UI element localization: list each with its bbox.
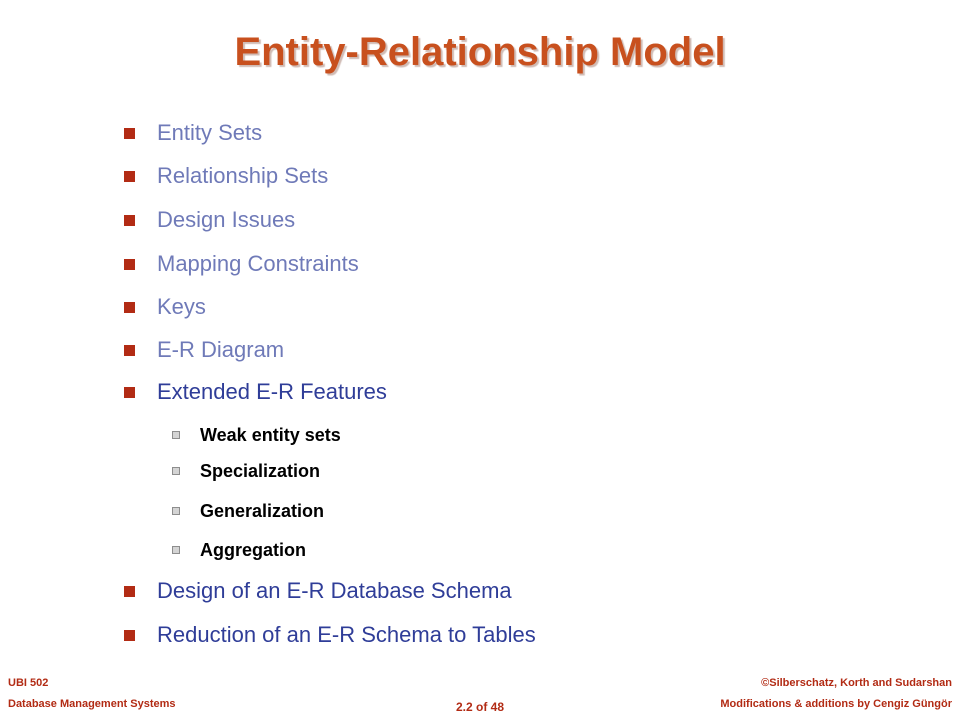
footer-modifications: Modifications & additions by Cengiz Güng… <box>720 698 952 710</box>
bullet-item-keys: Keys <box>124 291 206 323</box>
bullet-item-er-diagram: E-R Diagram <box>124 334 284 366</box>
sub-bullet-generalization: Generalization <box>172 497 324 525</box>
small-square-bullet-icon <box>172 507 180 515</box>
footer-copyright: ©Silberschatz, Korth and Sudarshan <box>761 677 952 689</box>
square-bullet-icon <box>124 170 135 182</box>
sub-bullet-weak-entity-sets: Weak entity sets <box>172 421 341 449</box>
bullet-text: Keys <box>157 294 206 319</box>
sub-bullet-aggregation: Aggregation <box>172 536 306 564</box>
bullet-text: E-R Diagram <box>157 337 285 362</box>
bullet-text: Relationship Sets <box>157 163 329 188</box>
bullet-item-entity-sets: Entity Sets <box>124 117 262 149</box>
sub-bullet-text: Generalization <box>200 500 325 521</box>
bullet-item-design-of-er-schema: Design of an E-R Database Schema <box>124 575 512 607</box>
sub-bullet-text: Aggregation <box>200 539 306 560</box>
bullet-text: Design Issues <box>157 207 296 232</box>
footer-divider <box>0 664 960 665</box>
bullet-text: Entity Sets <box>157 120 263 145</box>
sub-bullet-text: Specialization <box>200 460 321 481</box>
slide-title: Entity-Relationship Model <box>234 30 726 74</box>
bullet-item-mapping-constraints: Mapping Constraints <box>124 248 359 280</box>
small-square-bullet-icon <box>172 546 180 554</box>
page-indicator: 2.2 of 48 <box>455 700 505 714</box>
square-bullet-icon <box>124 258 135 270</box>
bullet-text: Extended E-R Features <box>157 379 387 404</box>
square-bullet-icon <box>124 127 135 139</box>
square-bullet-icon <box>124 344 135 356</box>
small-square-bullet-icon <box>172 431 180 439</box>
sub-bullet-specialization: Specialization <box>172 457 320 485</box>
square-bullet-icon <box>124 585 135 597</box>
bullet-text: Design of an E-R Database Schema <box>157 578 512 603</box>
square-bullet-icon <box>124 629 135 641</box>
bullet-item-extended-er-features: Extended E-R Features <box>124 376 387 408</box>
bullet-text: Reduction of an E-R Schema to Tables <box>157 622 536 647</box>
bullet-text: Mapping Constraints <box>157 251 359 276</box>
small-square-bullet-icon <box>172 467 180 475</box>
footer-course-name: Database Management Systems <box>8 698 176 710</box>
bullet-item-relationship-sets: Relationship Sets <box>124 160 328 192</box>
bullet-item-design-issues: Design Issues <box>124 204 295 236</box>
footer-course-code: UBI 502 <box>8 677 49 689</box>
square-bullet-icon <box>124 386 135 398</box>
square-bullet-icon <box>124 214 135 226</box>
sub-bullet-text: Weak entity sets <box>200 424 341 445</box>
bullet-item-reduction-to-tables: Reduction of an E-R Schema to Tables <box>124 619 536 651</box>
square-bullet-icon <box>124 301 135 313</box>
